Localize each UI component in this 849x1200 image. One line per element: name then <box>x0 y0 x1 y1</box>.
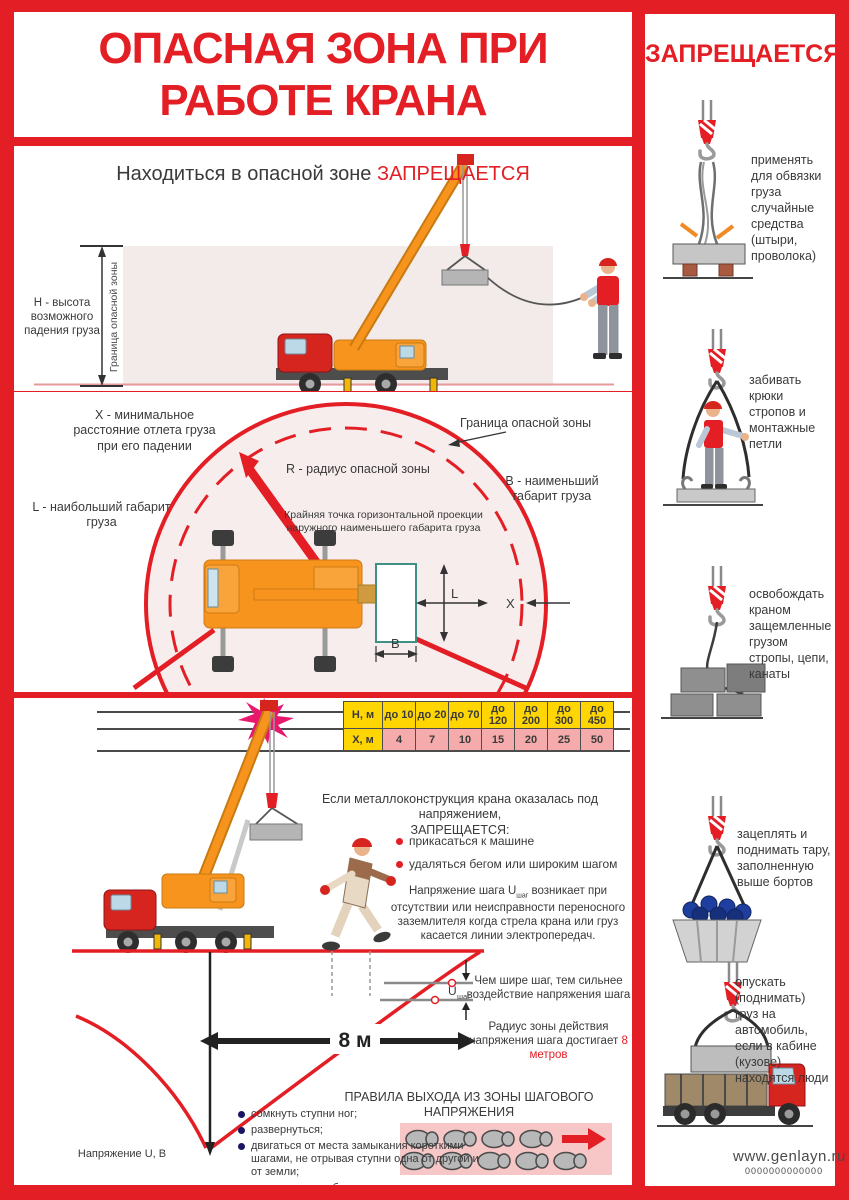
list-item-label: прикасаться к машине <box>409 834 535 848</box>
warning-heading-line1: Если металлоконструкция крана оказалась … <box>321 792 598 822</box>
hammering-hooks-pictogram <box>663 329 763 506</box>
forbidden-item-label: опускать (поднимать) груз на автомобиль,… <box>735 975 829 1085</box>
table-cell: до 300 <box>547 701 581 729</box>
load-over-truck-pictogram <box>657 962 813 1127</box>
section1-heading-black: Находиться в опасной зоне <box>116 163 377 185</box>
crane-top-view-illustration: L X В <box>132 402 570 692</box>
l-gabarit-label: L - наибольший габарит груза <box>32 500 171 530</box>
dim-x-text: X <box>506 596 515 611</box>
table-cell: 15 <box>481 728 515 751</box>
forbidden-item-label: применять для обвязки груза случайные ср… <box>751 153 822 263</box>
table-cell: 10 <box>448 728 482 751</box>
table-cell: до 20 <box>415 701 449 729</box>
bullet-dot-icon <box>238 1111 245 1118</box>
radius-label: R - радиус опасной зоны <box>286 462 430 476</box>
table-cell: до 10 <box>382 701 416 729</box>
table-cell: 4 <box>382 728 416 751</box>
warning-heading-line2: ЗАПРЕЩАЕТСЯ: <box>410 822 510 837</box>
table-cell: 7 <box>415 728 449 751</box>
table-cell: до 200 <box>514 701 548 729</box>
bullet-dot-icon <box>238 1126 245 1134</box>
list-item: прикасаться к машине <box>396 834 632 848</box>
bullet-dot-icon <box>396 838 403 845</box>
list-item-label: удаляться бегом или широким шагом <box>409 857 618 871</box>
extreme-point-label: Крайняя точка горизонтальной проекции на… <box>284 509 483 534</box>
h-x-table: Н, м до 10 до 20 до 70 до 120 до 200 до … <box>343 701 614 751</box>
dim-l-text: L <box>451 586 458 601</box>
section-step-voltage: 8 м U шаг <box>14 698 632 1185</box>
note-part2: возникает при отсутствии или неисправнос… <box>390 885 626 942</box>
list-item: сомкнуть ступни ног; <box>238 1108 490 1121</box>
exit-rules-list: сомкнуть ступни ног; развернуться; двига… <box>238 1108 490 1185</box>
x-distance-label: X - минимальное расстояние отлета груза … <box>73 408 216 453</box>
warning-heading: Если металлоконструкция крана оказалась … <box>290 792 630 838</box>
b-gabarit-label: В - наименьший габарит груза <box>505 474 599 504</box>
section-danger-zone-side: Находиться в опасной зоне ЗАПРЕЩАЕТСЯ Н … <box>14 146 632 391</box>
pinched-sling-pictogram <box>661 566 766 719</box>
list-item: не спешить что бы не упасть <box>238 1182 490 1185</box>
table-cell: до 70 <box>448 701 482 729</box>
overfilled-container-pictogram <box>672 796 762 963</box>
title-line-1: ОПАСНАЯ ЗОНА ПРИ <box>98 23 548 73</box>
note-sub: шаг <box>516 892 529 900</box>
wide-step-note: Чем шире шаг, тем сильнее воздействие на… <box>466 975 631 1002</box>
voltage-axis-label: Напряжение U, В <box>77 1148 167 1160</box>
table-header-row: Н, м до 10 до 20 до 70 до 120 до 200 до … <box>343 701 614 729</box>
table-cell: до 120 <box>481 701 515 729</box>
zone-boundary-vertical-label: Граница опасной зоны <box>108 261 120 373</box>
crane-side-illustration <box>34 154 622 391</box>
u-step-text: U <box>448 984 457 998</box>
radius-note-black: Радиус зоны действия напряжения шага дос… <box>469 1021 622 1048</box>
table-cell: до 450 <box>580 701 614 729</box>
zone-boundary-label: Граница опасной зоны <box>460 416 592 430</box>
section1-heading-red: ЗАПРЕЩАЕТСЯ <box>376 163 530 185</box>
bullet-dot-icon <box>238 1142 245 1150</box>
title-box: ОПАСНАЯ ЗОНА ПРИ РАБОТЕ КРАНА <box>14 12 632 137</box>
section1-heading: Находиться в опасной зоне ЗАПРЕЩАЕТСЯ <box>14 162 632 186</box>
right-column-heading: ЗАПРЕЩАЕТСЯ <box>645 40 842 68</box>
distance-8m-text: 8 м <box>338 1029 371 1052</box>
h-dimension-label: Н - высота возможного падения груза <box>24 297 100 338</box>
u-step-sub-text: шаг <box>457 992 470 1001</box>
list-item: двигаться от места замыкания короткими ш… <box>238 1140 490 1179</box>
note-part1: Напряжение шага U <box>408 885 517 897</box>
table-cell: Н, м <box>343 701 383 729</box>
radius-note: Радиус зоны действия напряжения шага дос… <box>466 1020 631 1062</box>
table-value-row: Х, м 4 7 10 15 20 25 50 <box>343 728 614 751</box>
barcode-label: 0000000000000 <box>745 1166 824 1176</box>
section-danger-zone-top: L X В X - минимальное расстояние отлета … <box>14 392 632 692</box>
forbidden-item-label: зацеплять и поднимать тару, заполненную … <box>737 827 831 889</box>
forbidden-actions-list: прикасаться к машине удаляться бегом или… <box>396 834 632 880</box>
radius-note-red: 8 метров <box>529 1035 628 1062</box>
forbidden-item-label: забивать крюки стропов и монтажные петли <box>749 373 816 451</box>
wire-sling-pictogram <box>663 98 753 279</box>
rules-heading: ПРАВИЛА ВЫХОДА ИЗ ЗОНЫ ШАГОВОГО НАПРЯЖЕН… <box>344 1090 594 1120</box>
list-item: развернуться; <box>238 1124 490 1137</box>
right-column: ЗАПРЕЩАЕТСЯ применять для обвязки груза … <box>645 14 845 1186</box>
table-cell: 20 <box>514 728 548 751</box>
dim-b-text: В <box>391 636 400 651</box>
table-cell: Х, м <box>343 728 383 751</box>
table-cell: 25 <box>547 728 581 751</box>
list-item-label: развернуться; <box>251 1123 323 1136</box>
table-cell: 50 <box>580 728 614 751</box>
power-line-illustration: 8 м U шаг <box>72 698 630 1175</box>
bullet-dot-icon <box>396 861 403 868</box>
list-item-label: сомкнуть ступни ног; <box>251 1108 358 1120</box>
website-label: www.genlayn.ru <box>733 1148 846 1165</box>
title-line-2: РАБОТЕ КРАНА <box>159 75 487 125</box>
step-voltage-note: Напряжение шага Uшаг возникает при отсут… <box>380 884 632 943</box>
forbidden-item-label: освобождать краном защемленные грузом ст… <box>749 587 832 681</box>
list-item-label: не спешить что бы не упасть <box>251 1182 399 1185</box>
list-item-label: двигаться от места замыкания короткими ш… <box>251 1139 479 1178</box>
list-item: удаляться бегом или широким шагом <box>396 857 632 871</box>
